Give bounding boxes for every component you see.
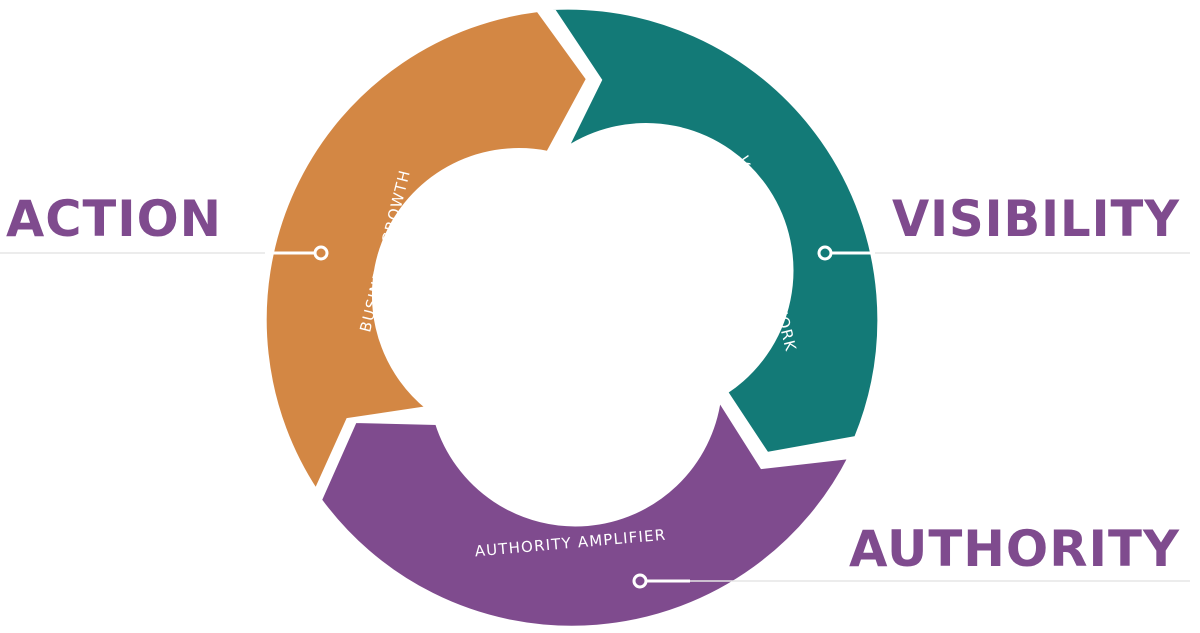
action-connector [265, 245, 329, 261]
label-authority: AUTHORITY [849, 520, 1180, 578]
segment-authority [317, 393, 854, 630]
segment-action [262, 7, 591, 496]
label-visibility: VISIBILITY [892, 190, 1180, 248]
segment-visibility [548, 5, 882, 457]
visibility-connector [817, 245, 875, 261]
authority-connector [632, 573, 690, 589]
label-action: ACTION [6, 190, 222, 248]
